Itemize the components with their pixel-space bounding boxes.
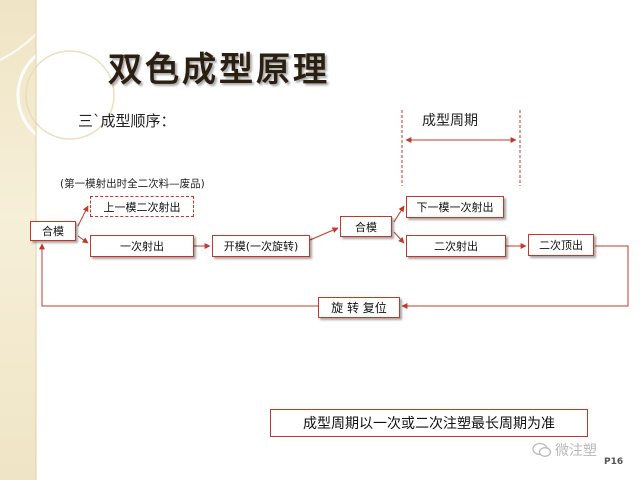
second-eject-box: 二次顶出	[528, 234, 594, 256]
cycle-rule-note: 成型周期以一次或二次注塑最长周期为准	[270, 409, 588, 437]
prev-mold-second-shot-box: 上一模二次射出	[90, 196, 194, 217]
page-number: P16	[604, 457, 624, 467]
section-heading: 三`成型顺序：	[78, 112, 176, 130]
arrow-close2-to-next	[393, 205, 405, 223]
cycle-label: 成型周期	[422, 113, 478, 129]
rotate-reset-box: 旋 转 复位	[318, 297, 400, 318]
arrow-rotate-to-close1	[39, 243, 318, 307]
first-shot-box: 一次射出	[90, 235, 194, 257]
arrow-close1-to-first	[77, 235, 89, 244]
close-mold-box-1: 合模	[30, 221, 76, 241]
page-title: 双色成型原理	[108, 50, 330, 90]
arrow-close1-to-prev	[77, 205, 89, 227]
wechat-icon	[532, 442, 552, 457]
scrap-note: (第一模射出时全二次料—废品)	[60, 178, 205, 190]
close-mold-box-2: 合模	[340, 216, 392, 237]
watermark: 微注塑	[532, 440, 597, 460]
next-mold-first-shot-box: 下一模一次射出	[406, 196, 504, 218]
arrow-close2-to-second	[393, 231, 405, 244]
watermark-text: 微注塑	[555, 443, 597, 459]
arrow-eject-to-rotate	[401, 245, 629, 309]
open-mold-box: 开模(一次旋转)	[212, 235, 310, 257]
arrow-open-to-close2	[309, 227, 339, 241]
second-shot-box: 二次射出	[406, 235, 506, 257]
